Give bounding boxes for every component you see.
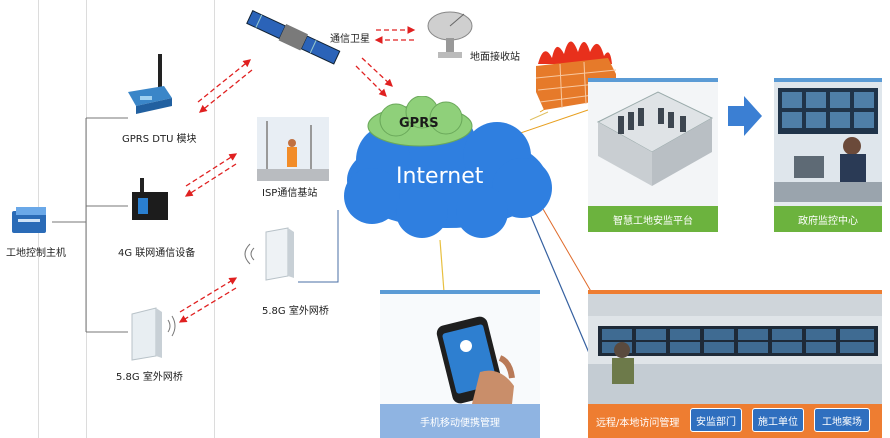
tag-construction-unit[interactable]: 施工单位 (752, 408, 804, 432)
host-computer-icon (10, 205, 52, 237)
mobile-phone-image (380, 294, 540, 404)
lte-device-icon (126, 178, 174, 222)
gov-center-photo (774, 82, 882, 202)
gprs-dtu-label: GPRS DTU 模块 (122, 134, 197, 145)
isp-station-image (257, 117, 329, 181)
tag-safety-dept[interactable]: 安监部门 (690, 408, 742, 432)
mobile-title: 手机移动便携管理 (380, 404, 540, 438)
satellite-icon (242, 9, 342, 70)
bridge-left-label: 5.8G 室外网桥 (116, 372, 183, 383)
mobile-panel[interactable]: 手机移动便携管理 (380, 290, 540, 438)
platform-panel[interactable]: 智慧工地安监平台 (588, 78, 718, 232)
bridge-mid-label: 5.8G 室外网桥 (262, 306, 329, 317)
wireless-arrow (355, 65, 387, 97)
wireless-arrow (198, 69, 253, 113)
wireless-arrow (184, 163, 237, 197)
lte-device-label: 4G 联网通信设备 (118, 248, 196, 259)
platform-floorplan-image (596, 91, 714, 186)
wireless-arrow (178, 287, 237, 323)
wireless-arrow (179, 277, 238, 313)
gov-center-panel[interactable]: 政府监控中心 (774, 78, 882, 232)
internet-mobile-link (439, 239, 445, 293)
tag-site[interactable]: 工地案场 (814, 408, 870, 432)
wireless-arrow (361, 57, 393, 87)
wireless-arrow (197, 59, 252, 103)
internet-remote-link (523, 199, 593, 361)
arrow-right-icon (728, 96, 762, 136)
remote-panel[interactable]: 远程/本地访问管理 安监部门 施工单位 工地案场 (588, 290, 882, 438)
satellite-label: 通信卫星 (330, 34, 370, 45)
gprs-dtu-icon (124, 52, 176, 114)
bridge-mid-icon (240, 226, 300, 282)
ground-station-label: 地面接收站 (470, 52, 520, 63)
remote-title: 远程/本地访问管理 (596, 417, 680, 429)
firewall-link (529, 111, 549, 121)
gov-center-title: 政府监控中心 (774, 206, 882, 232)
gprs-label: GPRS (399, 116, 439, 131)
guide-line (214, 0, 215, 438)
gprs-cloud (362, 95, 478, 150)
bridge-left-icon (128, 306, 178, 362)
isp-station-label: ISP通信基站 (262, 188, 318, 199)
control-room-photo (588, 294, 882, 404)
wireless-arrow (185, 153, 238, 187)
platform-title: 智慧工地安监平台 (588, 206, 718, 232)
host-label: 工地控制主机 (6, 248, 66, 259)
internet-label: Internet (396, 164, 484, 189)
bridge-internet-link (298, 210, 339, 283)
satellite-dish-icon (424, 8, 478, 60)
